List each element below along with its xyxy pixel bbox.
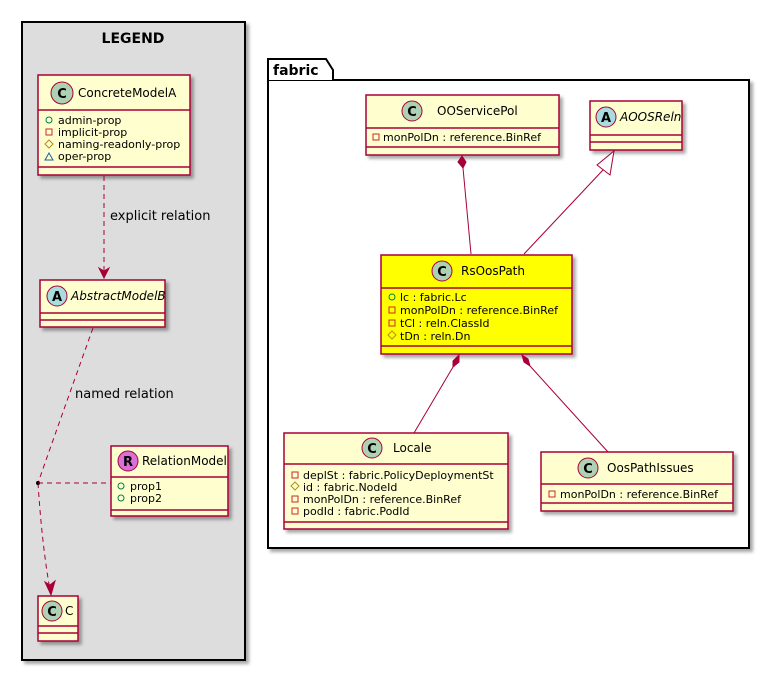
oospathissues-class: C OosPathIssues monPolDn : reference.Bin… <box>540 451 734 512</box>
class-stereotype-icon <box>431 260 453 282</box>
class-stereotype-icon <box>361 437 383 459</box>
rsoospath-name: RsOosPath <box>461 264 525 278</box>
rsoospath-attr: tDn : reln.Dn <box>400 330 470 343</box>
relation-model-class: R RelationModel prop1 prop2 <box>110 445 229 517</box>
legend-prop: naming-readonly-prop <box>58 138 180 151</box>
generalization-rsoospath-aoosreln <box>523 149 615 255</box>
locale-attr: deplSt : fabric.PolicyDeploymentSt <box>303 469 494 482</box>
stereotype-letter: R <box>123 455 133 470</box>
aoosreln-name: AOOSReln <box>619 110 681 124</box>
stereotype-letter: C <box>367 442 377 457</box>
target-model-name: C <box>65 604 73 618</box>
stereotype-letter: A <box>601 111 611 126</box>
composition-diamond-icon <box>452 353 460 369</box>
private-visibility-icon <box>388 306 396 314</box>
abstract-stereotype-icon <box>46 285 68 307</box>
oospathissues-name: OosPathIssues <box>607 461 694 475</box>
protected-visibility-icon <box>387 330 397 340</box>
abstract-stereotype-icon <box>595 106 617 128</box>
explicit-relation-edge: explicit relation <box>97 176 210 280</box>
composition-rsoospath-oospathissues <box>521 353 609 453</box>
stereotype-letter: C <box>57 87 67 102</box>
composition-diamond-icon <box>521 353 531 368</box>
named-relation-label: named relation <box>75 387 174 402</box>
class-stereotype-icon <box>50 81 74 105</box>
ooservicepol-name: OOServicePol <box>437 104 518 118</box>
aoosreln-class: A AOOSReln <box>589 100 683 151</box>
relation-model-name: RelationModel <box>142 454 227 468</box>
public-visibility-icon <box>117 494 125 502</box>
legend-prop: implicit-prop <box>58 126 127 139</box>
abstract-model-class: A AbstractModelB <box>39 279 166 328</box>
private-visibility-icon <box>548 490 556 498</box>
private-visibility-icon <box>372 133 380 141</box>
relation-prop: prop1 <box>130 480 162 493</box>
locale-attr: podId : fabric.PodId <box>303 505 410 518</box>
class-stereotype-icon <box>577 457 599 479</box>
protected-visibility-icon <box>290 481 300 491</box>
stereotype-letter: C <box>47 605 57 620</box>
protected-visibility-icon <box>44 139 54 149</box>
stereotype-letter: C <box>407 105 417 120</box>
locale-name: Locale <box>393 441 431 455</box>
legend-prop: oper-prop <box>58 150 111 163</box>
locale-class: C Locale deplSt : fabric.PolicyDeploymen… <box>283 432 509 530</box>
explicit-relation-label: explicit relation <box>110 209 210 224</box>
inheritance-arrow-icon <box>596 149 615 176</box>
class-stereotype-icon <box>401 100 423 122</box>
target-model-class: C C <box>37 595 79 642</box>
ooservicepol-attr: monPolDn : reference.BinRef <box>383 131 542 144</box>
concrete-model-class: C ConcreteModelA admin-prop implicit-pro… <box>37 74 191 176</box>
private-visibility-icon <box>291 495 299 503</box>
relation-prop: prop2 <box>130 492 162 505</box>
composition-rsoospath-locale <box>413 353 460 434</box>
package-visibility-icon <box>44 151 54 161</box>
rsoospath-attr: tCl : reln.ClassId <box>400 317 490 330</box>
legend-title: LEGEND <box>102 31 165 47</box>
locale-attr: id : fabric.NodeId <box>303 481 397 494</box>
stereotype-letter: C <box>437 265 447 280</box>
private-visibility-icon <box>388 319 396 327</box>
public-visibility-icon <box>388 293 396 301</box>
rsoospath-class: C RsOosPath lc : fabric.Lc monPolDn : re… <box>380 254 573 355</box>
ooservicepol-class: C OOServicePol monPolDn : reference.BinR… <box>365 94 560 156</box>
composition-diamond-icon <box>457 155 467 169</box>
class-stereotype-icon <box>41 600 63 622</box>
fabric-package-title: fabric <box>273 63 319 79</box>
abstract-model-name: AbstractModelB <box>70 289 166 303</box>
public-visibility-icon <box>45 116 53 124</box>
legend-prop: admin-prop <box>58 114 121 127</box>
private-visibility-icon <box>291 471 299 479</box>
locale-attr: monPolDn : reference.BinRef <box>303 493 462 506</box>
rsoospath-attr: lc : fabric.Lc <box>400 291 467 304</box>
relation-stereotype-icon <box>117 450 139 472</box>
stereotype-letter: A <box>52 290 62 305</box>
private-visibility-icon <box>45 128 53 136</box>
composition-ooservicepol-rsoospath <box>457 155 472 255</box>
private-visibility-icon <box>291 507 299 515</box>
named-relation-edge: named relation <box>36 327 174 597</box>
stereotype-letter: C <box>583 462 593 477</box>
rsoospath-attr: monPolDn : reference.BinRef <box>400 304 559 317</box>
public-visibility-icon <box>117 482 125 490</box>
concrete-model-name: ConcreteModelA <box>78 86 177 100</box>
oospathissues-attr: monPolDn : reference.BinRef <box>560 488 719 501</box>
